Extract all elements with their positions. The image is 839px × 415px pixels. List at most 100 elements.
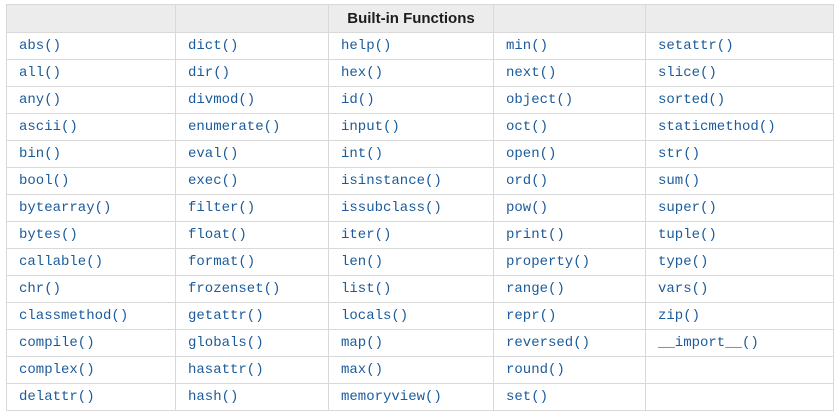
function-link[interactable]: open() xyxy=(506,146,557,162)
function-cell: bool() xyxy=(6,167,176,195)
function-link[interactable]: tuple() xyxy=(658,227,717,243)
function-cell: hash() xyxy=(175,383,329,411)
table-row: bool() exec() isinstance() ord() sum() xyxy=(6,167,834,195)
function-link[interactable]: max() xyxy=(341,362,384,378)
function-link[interactable]: set() xyxy=(506,389,549,405)
function-link[interactable]: any() xyxy=(19,92,62,108)
function-link[interactable]: chr() xyxy=(19,281,62,297)
table-row: ascii() enumerate() input() oct() staticmeth… xyxy=(6,113,834,141)
function-link[interactable]: globals() xyxy=(188,335,264,351)
function-link[interactable]: dict() xyxy=(188,38,239,54)
function-link[interactable]: sorted() xyxy=(658,92,726,108)
function-link[interactable]: issubclass() xyxy=(341,200,442,216)
function-link[interactable]: print() xyxy=(506,227,565,243)
function-link[interactable]: slice() xyxy=(658,65,717,81)
function-cell: round() xyxy=(493,356,646,384)
function-cell: min() xyxy=(493,32,646,60)
function-link[interactable]: __import__() xyxy=(658,335,759,351)
function-link[interactable]: super() xyxy=(658,200,717,216)
function-link[interactable]: oct() xyxy=(506,119,549,135)
header-cell-empty xyxy=(6,4,176,33)
function-link[interactable]: delattr() xyxy=(19,389,95,405)
function-link[interactable]: ascii() xyxy=(19,119,78,135)
function-cell: getattr() xyxy=(175,302,329,330)
function-link[interactable]: pow() xyxy=(506,200,549,216)
function-link[interactable]: classmethod() xyxy=(19,308,129,324)
function-link[interactable]: str() xyxy=(658,146,701,162)
function-cell: isinstance() xyxy=(328,167,494,195)
function-link[interactable]: repr() xyxy=(506,308,557,324)
table-row: abs() dict() help() min() setattr() xyxy=(6,32,834,60)
function-link[interactable]: format() xyxy=(188,254,256,270)
function-cell: ord() xyxy=(493,167,646,195)
function-link[interactable]: locals() xyxy=(341,308,409,324)
function-link[interactable]: setattr() xyxy=(658,38,734,54)
function-link[interactable]: sum() xyxy=(658,173,701,189)
function-link[interactable]: enumerate() xyxy=(188,119,281,135)
header-row: Built-in Functions xyxy=(6,4,834,33)
function-link[interactable]: float() xyxy=(188,227,247,243)
function-link[interactable]: round() xyxy=(506,362,565,378)
function-cell: max() xyxy=(328,356,494,384)
function-link[interactable]: iter() xyxy=(341,227,392,243)
function-cell: tuple() xyxy=(645,221,834,249)
function-link[interactable]: eval() xyxy=(188,146,239,162)
function-link[interactable]: all() xyxy=(19,65,62,81)
function-link[interactable]: reversed() xyxy=(506,335,591,351)
function-cell: repr() xyxy=(493,302,646,330)
function-link[interactable]: bin() xyxy=(19,146,62,162)
function-cell: chr() xyxy=(6,275,176,303)
function-link[interactable]: id() xyxy=(341,92,375,108)
function-link[interactable]: bool() xyxy=(19,173,70,189)
function-link[interactable]: min() xyxy=(506,38,549,54)
function-link[interactable]: object() xyxy=(506,92,574,108)
function-link[interactable]: divmod() xyxy=(188,92,256,108)
function-link[interactable]: abs() xyxy=(19,38,62,54)
function-link[interactable]: complex() xyxy=(19,362,95,378)
function-link[interactable]: range() xyxy=(506,281,565,297)
function-link[interactable]: hex() xyxy=(341,65,384,81)
function-link[interactable]: ord() xyxy=(506,173,549,189)
function-link[interactable]: property() xyxy=(506,254,591,270)
function-link[interactable]: zip() xyxy=(658,308,701,324)
function-link[interactable]: int() xyxy=(341,146,384,162)
function-link[interactable]: len() xyxy=(341,254,384,270)
function-cell: exec() xyxy=(175,167,329,195)
function-cell: abs() xyxy=(6,32,176,60)
function-cell: setattr() xyxy=(645,32,834,60)
function-link[interactable]: filter() xyxy=(188,200,256,216)
function-link[interactable]: dir() xyxy=(188,65,231,81)
function-link[interactable]: bytearray() xyxy=(19,200,112,216)
table-title: Built-in Functions xyxy=(328,4,494,33)
function-link[interactable]: list() xyxy=(341,281,392,297)
function-cell: property() xyxy=(493,248,646,276)
function-link[interactable]: hasattr() xyxy=(188,362,264,378)
function-cell: object() xyxy=(493,86,646,114)
function-link[interactable]: hash() xyxy=(188,389,239,405)
function-link[interactable]: compile() xyxy=(19,335,95,351)
function-cell: locals() xyxy=(328,302,494,330)
function-cell: len() xyxy=(328,248,494,276)
function-link[interactable]: input() xyxy=(341,119,400,135)
function-link[interactable]: staticmethod() xyxy=(658,119,776,135)
function-link[interactable]: getattr() xyxy=(188,308,264,324)
function-link[interactable]: frozenset() xyxy=(188,281,281,297)
function-link[interactable]: type() xyxy=(658,254,709,270)
function-cell: enumerate() xyxy=(175,113,329,141)
function-link[interactable]: next() xyxy=(506,65,557,81)
function-cell: type() xyxy=(645,248,834,276)
function-link[interactable]: map() xyxy=(341,335,384,351)
function-link[interactable]: isinstance() xyxy=(341,173,442,189)
function-link[interactable]: bytes() xyxy=(19,227,78,243)
function-cell: list() xyxy=(328,275,494,303)
function-link[interactable]: memoryview() xyxy=(341,389,442,405)
function-cell: dict() xyxy=(175,32,329,60)
function-link[interactable]: help() xyxy=(341,38,392,54)
function-cell: complex() xyxy=(6,356,176,384)
table-row: bytearray() filter() issubclass() pow() supe… xyxy=(6,194,834,222)
function-cell: any() xyxy=(6,86,176,114)
function-link[interactable]: vars() xyxy=(658,281,709,297)
function-link[interactable]: callable() xyxy=(19,254,104,270)
function-link[interactable]: exec() xyxy=(188,173,239,189)
